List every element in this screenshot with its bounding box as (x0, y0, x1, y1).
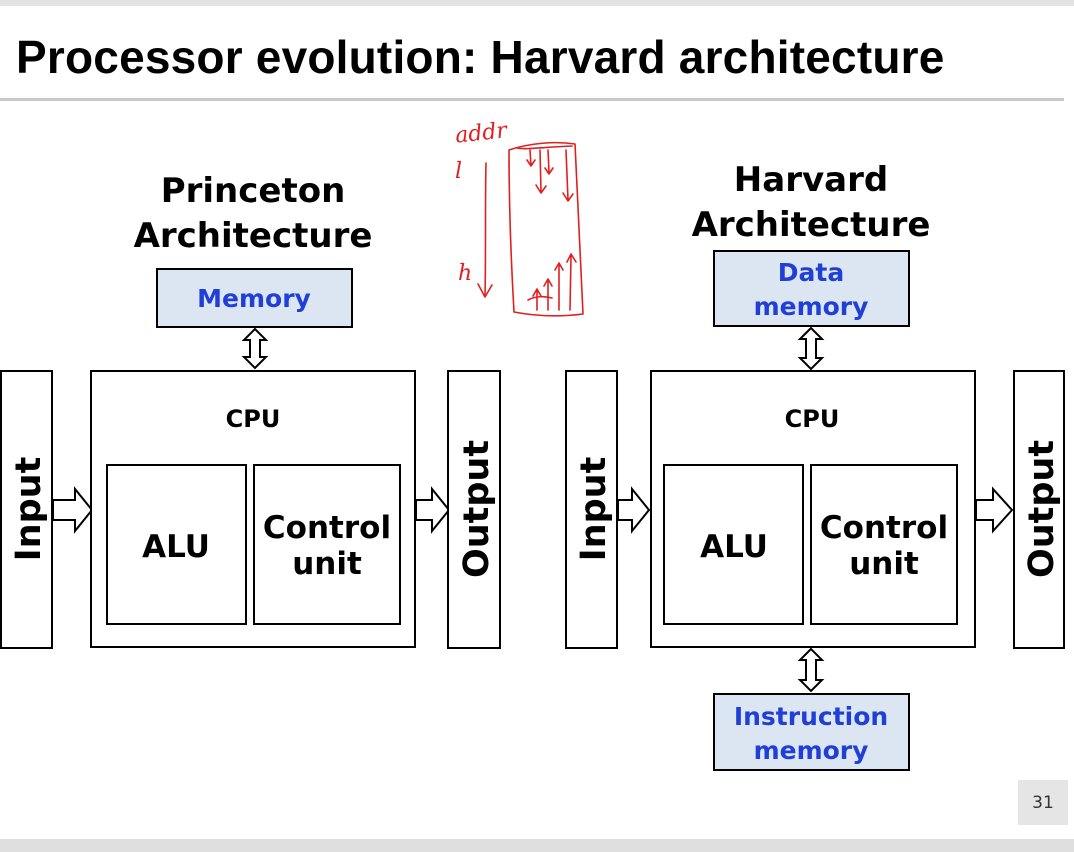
princeton-memory-label: Memory (197, 284, 311, 313)
harvard-architecture: Harvard Architecture Data memory Input C… (565, 160, 1065, 771)
annotation-small-arrow-icon (535, 149, 547, 194)
princeton-input-label: Input (9, 457, 49, 562)
harvard-alu-box (663, 464, 804, 625)
harvard-output-label: Output (1022, 440, 1062, 578)
annotation-up-arrow-icon (543, 278, 553, 311)
annotation-memory-rectangle (508, 141, 584, 317)
harvard-input-label: Input (574, 457, 614, 562)
harvard-control-unit-box (810, 464, 958, 625)
annotation-up-arrow-icon (532, 288, 542, 311)
slide-title: Processor evolution: Harvard architectur… (16, 31, 945, 83)
data-memory-label-line1: Data (778, 258, 844, 287)
data-memory-cpu-double-arrow-icon (797, 326, 825, 371)
princeton-control-label-line2: unit (292, 546, 362, 582)
princeton-heading-line2: Architecture (134, 216, 373, 256)
annotation-up-arrow-icon (566, 253, 577, 311)
page-number: 31 (1018, 780, 1068, 825)
princeton-heading-line1: Princeton (161, 171, 346, 211)
annotation-top-stroke (516, 145, 573, 150)
harvard-control-label-line1: Control (820, 510, 948, 546)
harvard-heading-line1: Harvard (734, 160, 888, 200)
princeton-memory-box (156, 268, 353, 328)
princeton-architecture: Princeton Architecture Memory Input CPU … (0, 171, 501, 649)
title-divider (0, 98, 1064, 101)
harvard-input-box (565, 370, 618, 649)
princeton-output-label: Output (457, 440, 497, 578)
princeton-alu-label: ALU (142, 529, 210, 565)
harvard-alu-label: ALU (700, 529, 768, 565)
instruction-memory-cpu-double-arrow-icon (797, 647, 825, 693)
harvard-input-arrow-icon (617, 486, 651, 534)
instruction-memory-label-line2: memory (754, 736, 869, 765)
data-memory-box (713, 250, 910, 327)
harvard-cpu-label: CPU (785, 405, 840, 433)
instruction-memory-label-line1: Instruction (734, 702, 888, 731)
annotation-small-arrow-icon (544, 149, 554, 175)
princeton-control-unit-box (253, 464, 401, 625)
princeton-output-box (447, 370, 501, 649)
princeton-cpu-label: CPU (226, 405, 281, 433)
window-top-edge (0, 0, 1074, 6)
harvard-heading-line2: Architecture (692, 205, 931, 245)
princeton-input-arrow-icon (52, 486, 94, 534)
annotation-down-arrow-icon (484, 162, 487, 297)
window-bottom-edge (0, 839, 1074, 852)
annotation-bottom-stroke (527, 295, 553, 301)
princeton-control-label-line1: Control (263, 510, 391, 546)
annotation-small-arrow-icon (562, 149, 574, 202)
princeton-output-arrow-icon (415, 486, 451, 534)
handwritten-annotation: addr l h (454, 118, 584, 317)
annotation-down-arrowhead-icon (477, 283, 493, 298)
annotation-small-arrow-icon (526, 149, 536, 167)
princeton-input-box (0, 370, 53, 649)
harvard-output-arrow-icon (975, 486, 1014, 534)
harvard-control-label-line2: unit (849, 546, 919, 582)
instruction-memory-box (713, 693, 910, 771)
annotation-up-arrow-icon (554, 262, 564, 311)
annotation-h-mark: h (458, 261, 472, 286)
data-memory-label-line2: memory (754, 292, 869, 321)
princeton-alu-box (106, 464, 247, 625)
annotation-addr-text: addr (454, 118, 510, 148)
princeton-memory-cpu-double-arrow-icon (241, 327, 269, 370)
annotation-l-mark: l (455, 159, 462, 184)
harvard-output-box (1013, 370, 1065, 649)
